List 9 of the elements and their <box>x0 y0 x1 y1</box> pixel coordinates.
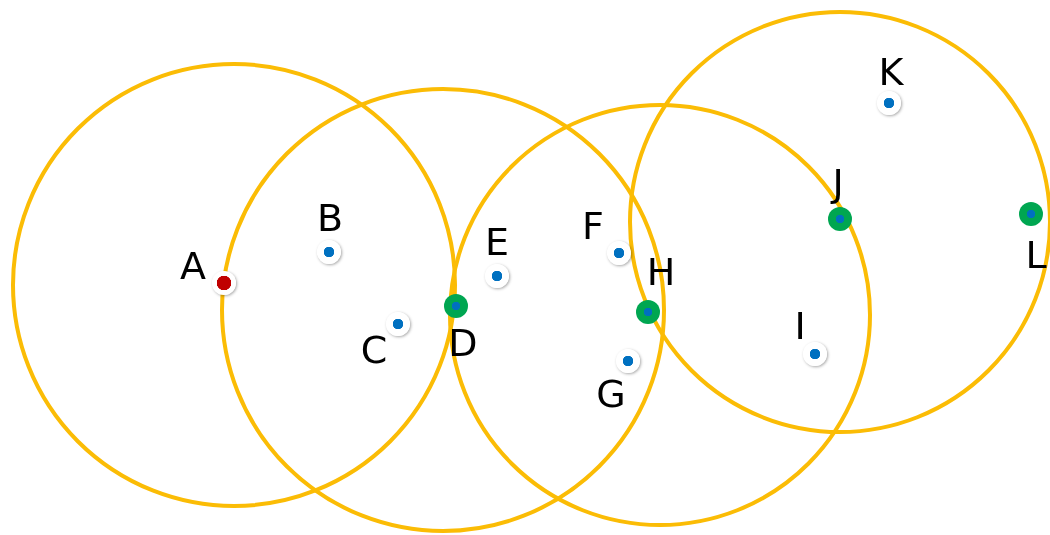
point-label: G <box>596 374 626 414</box>
point-label: A <box>179 246 207 286</box>
point-label: C <box>359 330 389 370</box>
point-label: B <box>315 198 345 238</box>
point-label: I <box>793 306 807 346</box>
point-label: K <box>877 52 905 92</box>
point-label: F <box>581 206 605 246</box>
point-label: E <box>484 222 510 262</box>
point-label: J <box>829 163 845 203</box>
